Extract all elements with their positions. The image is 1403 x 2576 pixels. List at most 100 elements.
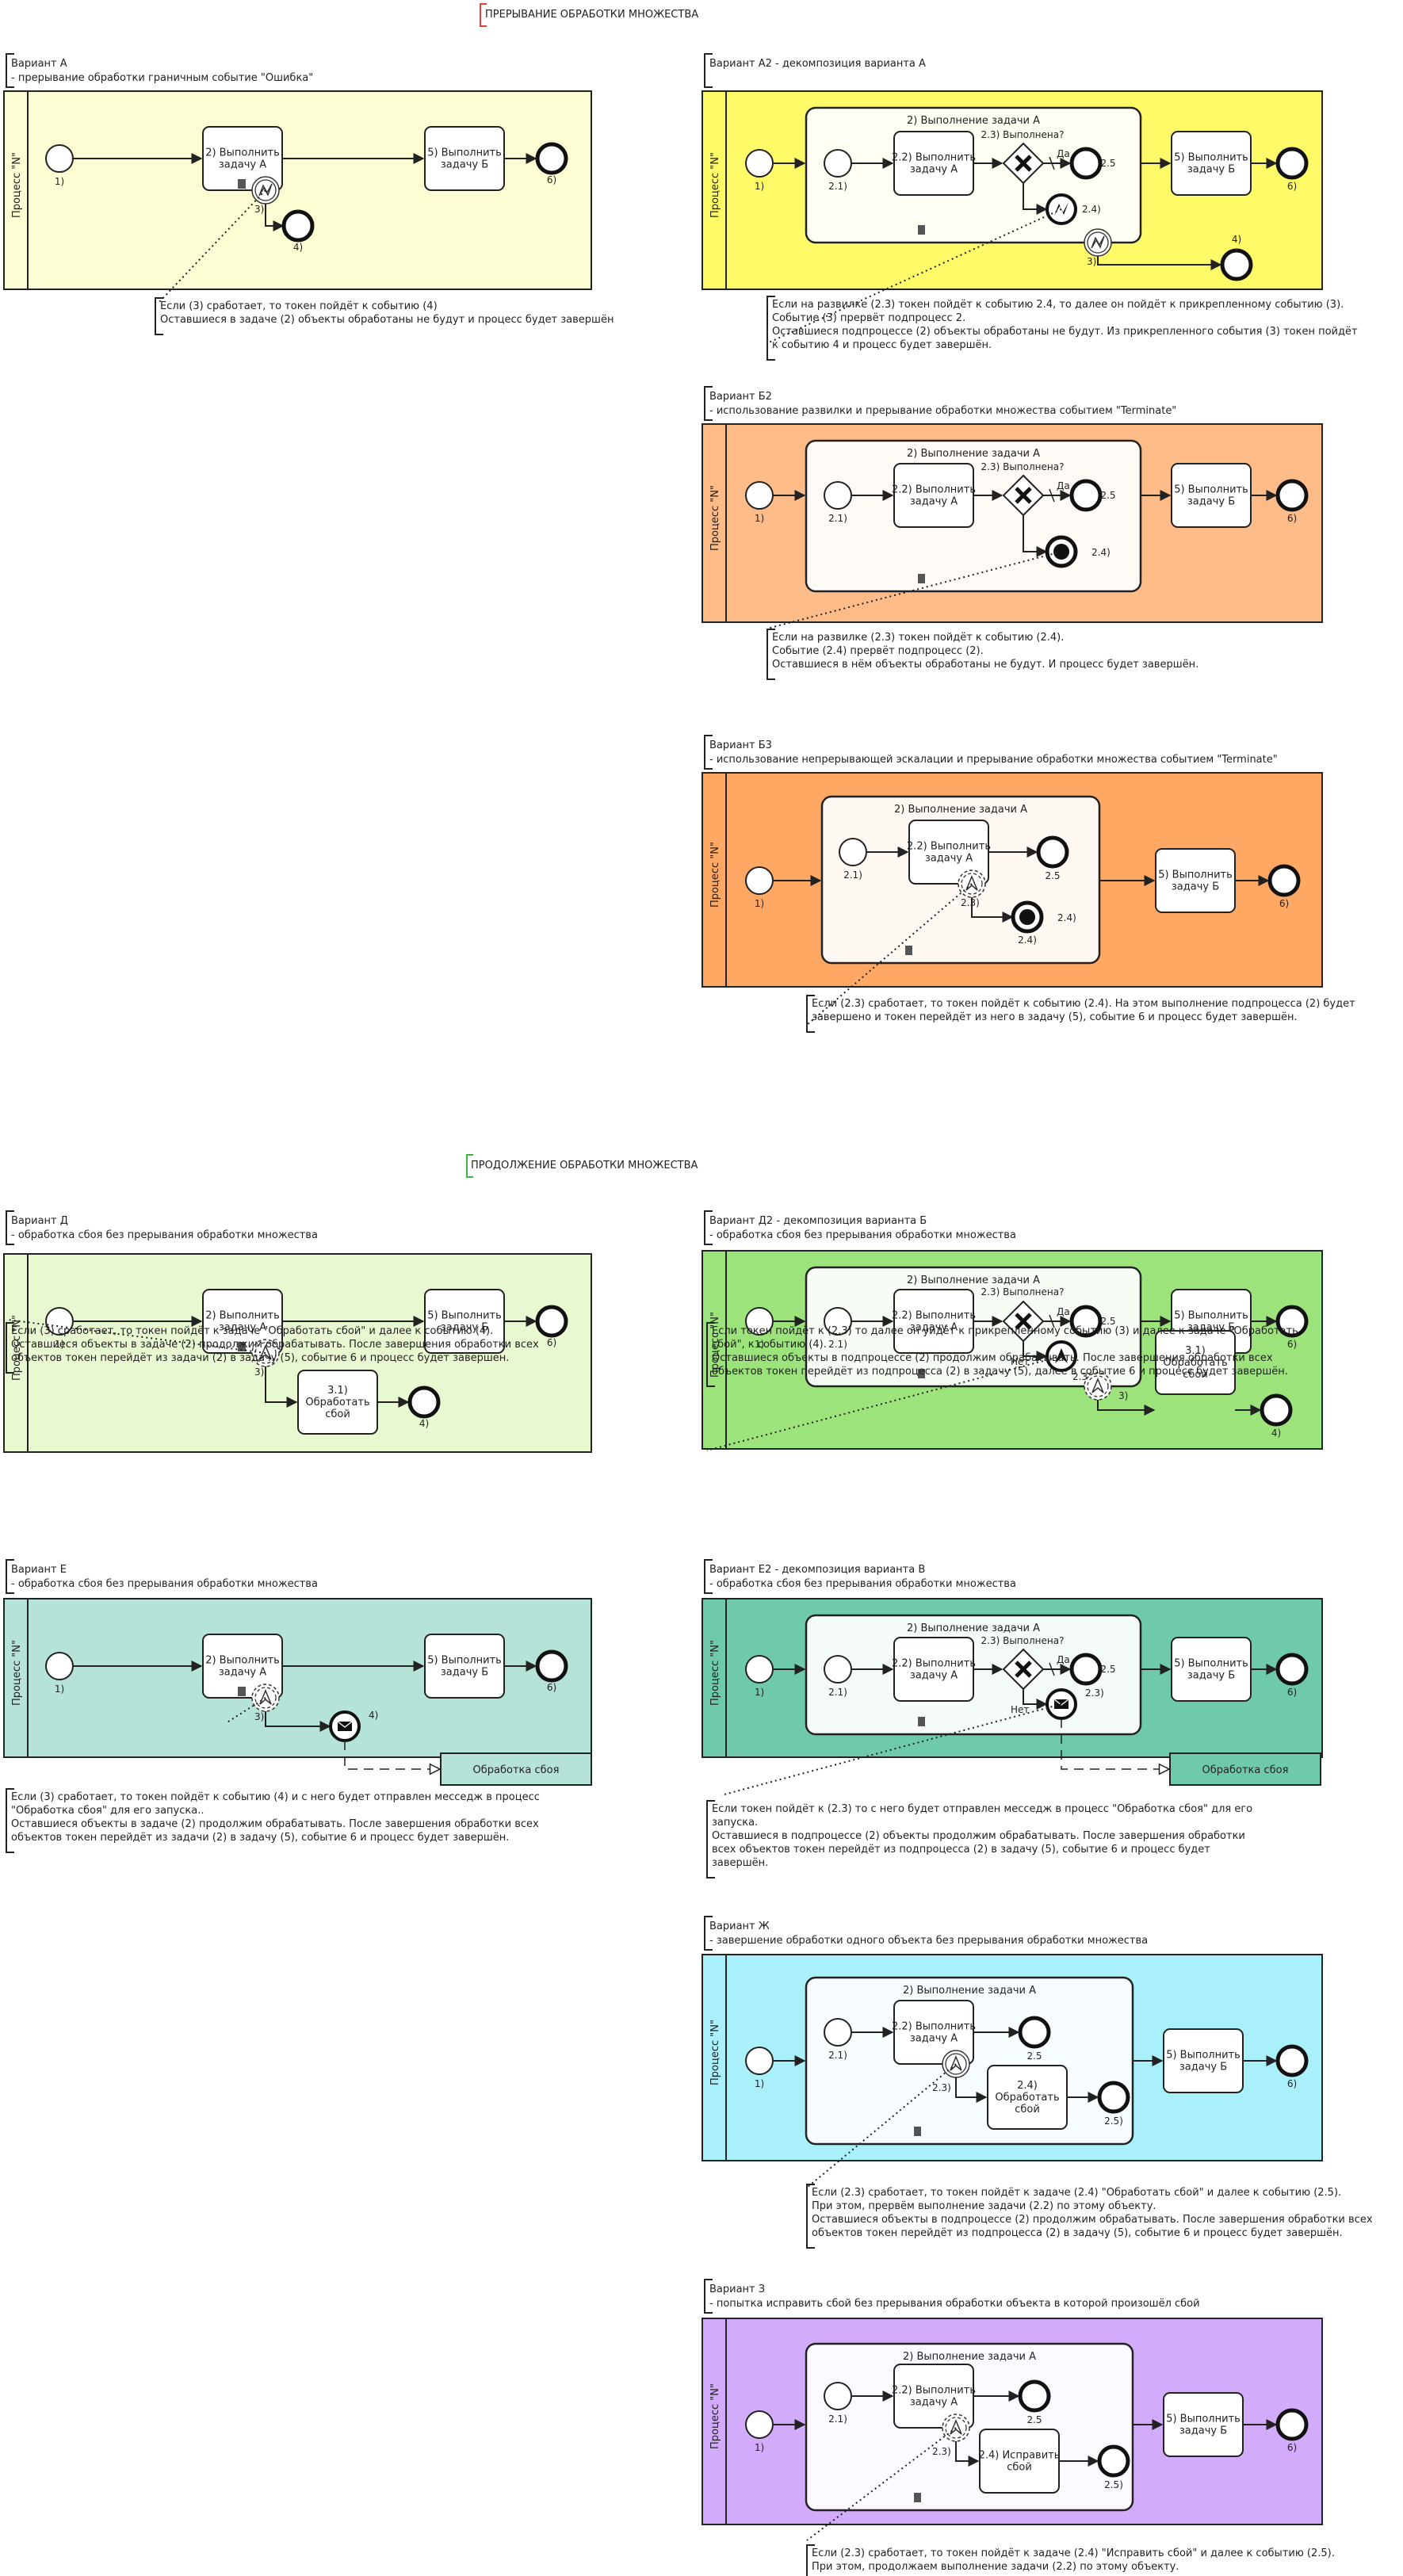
annotation-bracket	[704, 2279, 713, 2314]
end-event[interactable]	[1018, 2016, 1051, 2049]
text-line: объектов токен перейдёт из подпроцесса (…	[712, 1366, 1288, 1378]
pool-lane-label: Процесс "N"	[11, 152, 23, 218]
event-label: 2.1)	[828, 2050, 847, 2061]
multi-instance-marker	[914, 2493, 921, 2502]
start-event[interactable]	[745, 149, 774, 178]
escalation-icon	[259, 1344, 272, 1360]
event-label: 4)	[1232, 234, 1241, 245]
text-line: При этом, продолжаем выполнение задачи (…	[812, 2561, 1179, 2573]
event-label: 1)	[755, 2078, 764, 2089]
start-event[interactable]	[824, 1655, 852, 1684]
end-event[interactable]	[1260, 1393, 1293, 1427]
event-label: 2.3)	[932, 2082, 951, 2093]
end-event[interactable]	[1275, 1305, 1309, 1338]
text-line: сбой	[1183, 1369, 1208, 1381]
sequence-flow	[971, 897, 1014, 923]
sequence-flow	[1097, 256, 1222, 270]
start-event[interactable]	[745, 1655, 774, 1684]
end-event[interactable]	[535, 1649, 568, 1683]
end-event[interactable]	[1036, 835, 1069, 869]
annotation-bracket	[706, 1800, 715, 1878]
start-event[interactable]	[45, 144, 74, 173]
start-event[interactable]	[745, 2047, 774, 2075]
start-event[interactable]	[824, 2382, 852, 2410]
subprocess-title: 2) Выполнение задачи А	[907, 448, 1040, 460]
end-event[interactable]	[1267, 864, 1301, 897]
annotation-text: Если (3) сработает, то токен пойдёт к со…	[11, 1791, 540, 1844]
text-line: 2) Выполнить	[205, 1655, 280, 1667]
end-event[interactable]	[535, 1305, 568, 1338]
end-event[interactable]	[1097, 2081, 1130, 2114]
event-label: 6)	[1287, 1687, 1297, 1698]
text-line: задачу А	[219, 159, 266, 171]
event-label: 2.1)	[828, 181, 847, 192]
default-flow-tick	[1049, 1662, 1055, 1676]
end-event[interactable]	[1069, 479, 1103, 512]
text-line: Оставшиеся объекты в подпроцессе (2) про…	[712, 1352, 1273, 1364]
start-event[interactable]	[745, 866, 774, 895]
event-label: 4)	[419, 1418, 429, 1429]
pool-lane-label: Процесс "N"	[709, 2383, 721, 2449]
start-event[interactable]	[824, 1307, 852, 1336]
event-label: 3)	[1087, 256, 1096, 267]
end-event[interactable]	[1220, 248, 1253, 281]
end-event[interactable]	[1097, 2444, 1130, 2478]
text-line: задачу А	[910, 164, 958, 176]
start-event[interactable]	[824, 149, 852, 178]
annotation-text: Если на развилке (2.3) токен пойдёт к со…	[772, 632, 1198, 671]
event-label: 1)	[755, 898, 764, 909]
event-label: 6)	[1287, 1339, 1297, 1350]
annotation-text: Если (2.3) сработает, то токен пойдёт к …	[812, 2547, 1335, 2573]
text-line: задачу Б	[1179, 2425, 1227, 2437]
variant-subtitle: - попытка исправить сбой без прерывания …	[709, 2298, 1200, 2310]
end-event[interactable]	[1018, 2379, 1051, 2413]
text-line: задачу А	[910, 2397, 958, 2409]
text-line: сбой", к событию (4).	[712, 1339, 827, 1351]
text-line: 2.2) Выполнить	[892, 1658, 976, 1670]
start-event[interactable]	[839, 838, 867, 866]
text-line: Обработать	[995, 2092, 1059, 2104]
annotation-bracket	[766, 296, 775, 361]
start-event[interactable]	[45, 1652, 74, 1680]
text-line: Оставшиеся подпроцессе (2) объекты обраб…	[772, 326, 1358, 338]
end-event[interactable]	[281, 209, 315, 243]
text-line: задачу А	[910, 1322, 958, 1334]
start-event[interactable]	[824, 2018, 852, 2047]
section-title-interrupt: ПРЕРЫВАНИЕ ОБРАБОТКИ МНОЖЕСТВА	[485, 9, 698, 21]
end-event[interactable]	[1069, 1653, 1103, 1686]
text-line: 5) Выполнить	[1174, 152, 1248, 164]
end-event[interactable]	[1069, 147, 1103, 180]
pool-handle-failure[interactable]	[1169, 1752, 1321, 1786]
error-icon	[1054, 202, 1068, 216]
end-event[interactable]	[1069, 1305, 1103, 1338]
start-event[interactable]	[745, 2410, 774, 2439]
pool-handle-failure[interactable]	[440, 1752, 592, 1786]
event-label: 1)	[55, 176, 64, 187]
pool-lane-label: Процесс "N"	[709, 2020, 721, 2085]
task[interactable]	[1155, 1330, 1236, 1395]
end-event[interactable]	[1275, 1653, 1309, 1686]
end-event[interactable]	[1275, 2408, 1309, 2441]
sequence-flow	[265, 1366, 298, 1408]
boundary-event[interactable]	[1084, 1372, 1112, 1401]
start-event[interactable]	[745, 1307, 774, 1336]
text-line: к событию 4 и процесс будет завершён.	[772, 339, 992, 351]
end-event[interactable]	[1275, 147, 1309, 180]
start-event[interactable]	[745, 481, 774, 510]
text-line: 5) Выполнить	[427, 1655, 502, 1667]
end-event[interactable]	[407, 1385, 441, 1419]
event-label: 2.1)	[828, 1687, 847, 1698]
start-event[interactable]	[824, 481, 852, 510]
event-label: 1)	[755, 2442, 764, 2453]
end-event[interactable]	[535, 142, 568, 175]
end-event[interactable]	[1275, 2044, 1309, 2077]
event-label: 2.5)	[1104, 2115, 1123, 2127]
text-line: сбой	[325, 1408, 350, 1420]
end-event[interactable]	[1275, 479, 1309, 512]
section-bracket	[466, 1154, 473, 1178]
